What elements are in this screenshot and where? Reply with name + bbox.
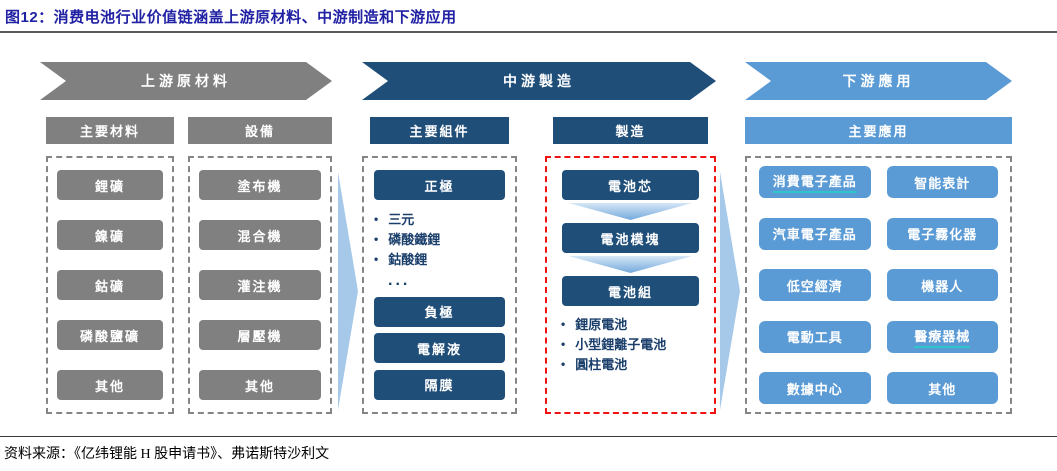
midstream-columns: 主要組件 正極 三元 磷酸鐵鋰 鈷酸鋰 ... 負極 電解液 隔膜	[362, 117, 716, 414]
material-item: 其他	[57, 370, 164, 400]
equipment-item: 其他	[199, 370, 321, 400]
upstream-banner-arrow: 上游原材料	[40, 62, 332, 100]
application-label: 消費電子產品	[772, 171, 857, 193]
application-item: 電動工具	[759, 320, 871, 353]
equipment-item: 塗布機	[199, 170, 321, 200]
equipment-header: 設備	[188, 117, 332, 144]
pack-bullet-list: 鋰原電池 小型鋰離子電池 圓柱電池	[547, 315, 714, 375]
material-item: 鈷礦	[57, 270, 164, 300]
bullet-item: 圓柱電池	[561, 355, 714, 375]
figure-title: 图12：消费电池行业价值链涵盖上游原材料、中游制造和下游应用	[5, 9, 457, 26]
application-item: 數據中心	[759, 372, 871, 404]
bullet-item: 鋰原電池	[561, 315, 714, 335]
downstream-banner-arrow: 下游應用	[745, 62, 1012, 100]
equipment-item: 灌注機	[199, 270, 321, 300]
ellipsis-label: ...	[388, 272, 411, 290]
manufacturing-panel-highlighted: 電池芯 電池模塊 電池組 鋰原電池 小型鋰離子電池 圓柱電池	[545, 156, 716, 414]
application-item: 消費電子產品	[759, 166, 871, 198]
source-note: 资料来源：《亿纬锂能 H 股申请书》、弗诺斯特沙利文	[4, 447, 330, 462]
components-column: 主要組件 正極 三元 磷酸鐵鋰 鈷酸鋰 ... 負極 電解液 隔膜	[362, 117, 517, 414]
material-item: 磷酸鹽礦	[57, 320, 164, 350]
bullet-item: 磷酸鐵鋰	[374, 230, 515, 250]
component-box-electrolyte: 電解液	[374, 333, 505, 364]
source-divider	[0, 436, 1057, 437]
manufacturing-header: 製造	[553, 117, 708, 144]
process-step-cell: 電池芯	[562, 170, 699, 200]
application-item: 醫療器械	[886, 320, 998, 353]
materials-column: 主要材料 鋰礦 鎳礦 鈷礦 磷酸鹽礦 其他	[46, 117, 175, 414]
application-item: 低空經濟	[759, 269, 871, 301]
process-step-module: 電池模塊	[562, 223, 699, 253]
down-arrow-icon	[568, 256, 693, 273]
component-box-anode: 負極	[374, 296, 505, 327]
application-item: 汽車電子產品	[759, 217, 871, 250]
bullet-item: 鈷酸鋰	[374, 250, 515, 270]
equipment-item: 層壓機	[199, 320, 321, 350]
bullet-item: 小型鋰離子電池	[561, 335, 714, 355]
application-item: 其他	[886, 372, 998, 404]
upstream-columns: 主要材料 鋰礦 鎳礦 鈷礦 磷酸鹽礦 其他 設備 塗布機 混合機 灌注機 層壓機…	[40, 117, 332, 414]
down-arrow-icon	[568, 203, 693, 220]
cathode-group: 正極 三元 磷酸鐵鋰 鈷酸鋰 ...	[364, 170, 515, 290]
application-item: 電子霧化器	[886, 217, 998, 250]
application-label: 醫療器械	[914, 326, 971, 348]
process-step-pack: 電池組	[562, 276, 699, 306]
component-box-cathode: 正極	[374, 170, 505, 200]
equipment-item: 混合機	[199, 220, 321, 250]
cathode-bullet-list: 三元 磷酸鐵鋰 鈷酸鋰	[364, 210, 515, 270]
flow-arrow-midstream-to-downstream	[720, 171, 740, 411]
section-midstream: 中游製造 主要組件 正極 三元 磷酸鐵鋰 鈷酸鋰 ... 負極 電解液	[362, 62, 716, 414]
application-item: 機器人	[886, 269, 998, 301]
components-panel: 正極 三元 磷酸鐵鋰 鈷酸鋰 ... 負極 電解液 隔膜	[362, 156, 517, 414]
title-divider	[0, 31, 1057, 33]
downstream-columns: 主要應用 消費電子產品 智能表計 汽車電子產品 電子霧化器 低空經濟 機器人 電…	[745, 117, 1012, 414]
applications-panel: 消費電子產品 智能表計 汽車電子產品 電子霧化器 低空經濟 機器人 電動工具 醫…	[745, 156, 1012, 414]
applications-column: 主要應用 消費電子產品 智能表計 汽車電子產品 電子霧化器 低空經濟 機器人 電…	[745, 117, 1012, 414]
components-header: 主要組件	[370, 117, 509, 144]
bullet-item: 三元	[374, 210, 515, 230]
applications-header: 主要應用	[745, 117, 1012, 144]
section-downstream: 下游應用 主要應用 消費電子產品 智能表計 汽車電子產品 電子霧化器 低空經濟 …	[745, 62, 1012, 414]
midstream-banner-arrow: 中游製造	[362, 62, 716, 100]
equipment-column: 設備 塗布機 混合機 灌注機 層壓機 其他	[188, 117, 332, 414]
materials-header: 主要材料	[46, 117, 175, 144]
application-item: 智能表計	[886, 166, 998, 198]
section-upstream: 上游原材料 主要材料 鋰礦 鎳礦 鈷礦 磷酸鹽礦 其他 設備 塗布機 混合機 灌…	[40, 62, 332, 414]
component-box-separator: 隔膜	[374, 369, 505, 400]
materials-panel: 鋰礦 鎳礦 鈷礦 磷酸鹽礦 其他	[46, 156, 175, 414]
material-item: 鋰礦	[57, 170, 164, 200]
material-item: 鎳礦	[57, 220, 164, 250]
manufacturing-column: 製造 電池芯 電池模塊 電池組 鋰原電池 小型鋰離子電池 圓柱電池	[545, 117, 716, 414]
flow-arrow-upstream-to-midstream	[338, 171, 358, 411]
equipment-panel: 塗布機 混合機 灌注機 層壓機 其他	[188, 156, 332, 414]
